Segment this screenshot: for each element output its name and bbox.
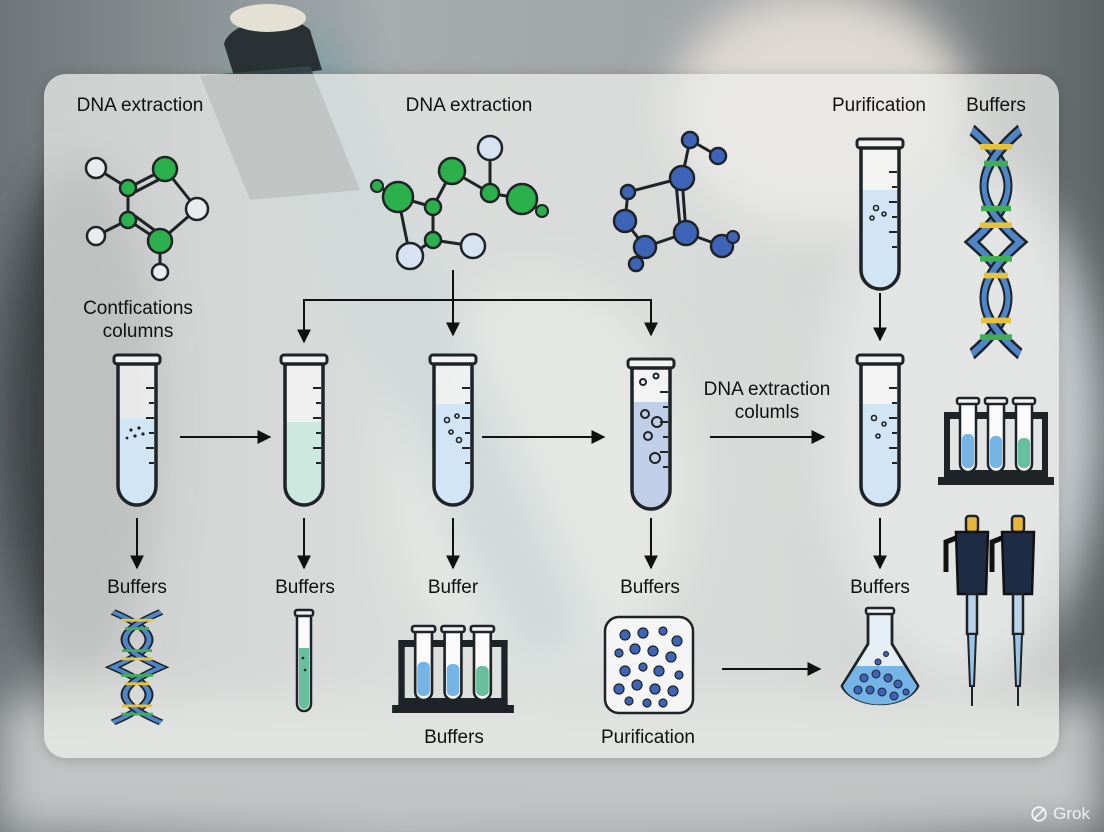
culture-plate-icon bbox=[603, 615, 695, 715]
test-tube-icon bbox=[855, 353, 905, 507]
label-purification: Purification bbox=[832, 95, 926, 116]
beaker-icon bbox=[626, 357, 676, 511]
label-line: columns bbox=[102, 321, 174, 342]
label-buffers: Buffers bbox=[850, 577, 910, 598]
tube-rack-icon bbox=[936, 396, 1056, 487]
label-line: Contfications bbox=[83, 298, 193, 319]
molecule-icon bbox=[370, 134, 549, 271]
test-tube-icon bbox=[428, 353, 478, 507]
tube-rack-icon bbox=[390, 624, 516, 715]
label-dna-extraction: DNA extraction bbox=[405, 95, 533, 116]
flask-icon bbox=[840, 606, 920, 706]
dna-helix-icon bbox=[972, 130, 1020, 354]
label-buffers: Buffers bbox=[966, 95, 1026, 116]
label-buffers: Buffers bbox=[275, 577, 335, 598]
test-tube-icon bbox=[112, 353, 162, 507]
test-tube-icon bbox=[293, 608, 315, 713]
label-buffers: Buffers bbox=[107, 577, 167, 598]
label-buffer: Buffer bbox=[427, 577, 479, 598]
pipette-icon bbox=[992, 516, 1034, 706]
label-dna-extraction: DNA extraction bbox=[76, 95, 204, 116]
label-line: DNA extraction bbox=[703, 379, 831, 400]
watermark: Grok bbox=[1030, 804, 1090, 824]
pipette-icon bbox=[946, 516, 988, 706]
label-dna-extraction-columns: DNA extraction columls bbox=[667, 378, 867, 424]
label-buffers: Buffers bbox=[620, 577, 680, 598]
molecule-icon bbox=[84, 155, 210, 282]
watermark-text: Grok bbox=[1053, 804, 1090, 823]
label-buffers: Buffers bbox=[424, 727, 484, 748]
molecule-icon bbox=[612, 130, 740, 273]
test-tube-icon bbox=[279, 353, 329, 507]
label-confications-columns: Contfications columns bbox=[38, 297, 238, 343]
test-tube-icon bbox=[855, 137, 905, 291]
label-purification: Purification bbox=[601, 727, 695, 748]
dna-helix-icon bbox=[113, 612, 161, 722]
grok-logo-icon bbox=[1031, 806, 1047, 822]
label-line: columls bbox=[734, 402, 800, 423]
